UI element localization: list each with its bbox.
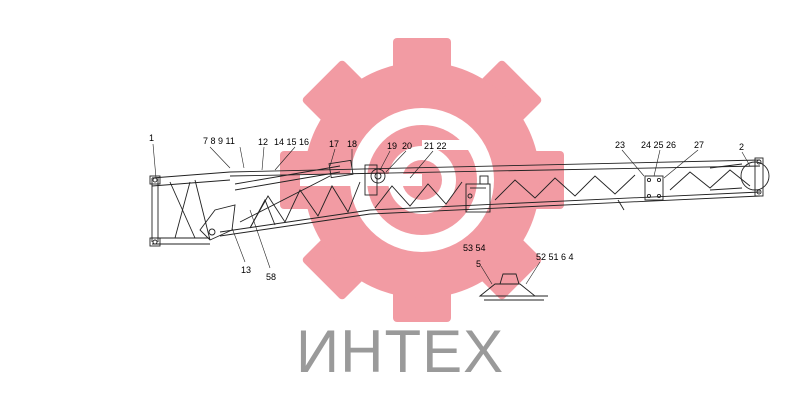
callout-7-8-9-11: 7 8 9 11 [203, 136, 235, 146]
callout-2: 2 [739, 142, 744, 152]
callout-5: 5 [476, 259, 481, 269]
callout-23: 23 [615, 140, 625, 150]
callout-20: 20 [402, 141, 412, 151]
callout-18: 18 [347, 139, 357, 149]
callout-21-22: 21 22 [424, 141, 447, 151]
callout-13: 13 [241, 265, 251, 275]
gear-logo-icon [280, 38, 564, 322]
callout-52-51-6-4: 52 51 6 4 [536, 252, 574, 262]
callout-24-25-26: 24 25 26 [641, 140, 676, 150]
callout-19: 19 [387, 141, 397, 151]
callout-1: 1 [149, 133, 154, 143]
callout-17: 17 [329, 139, 339, 149]
callout-58: 58 [266, 272, 276, 282]
callout-53-54: 53 54 [463, 243, 486, 253]
boom-structure [149, 157, 770, 301]
callout-labels: 1 2 7 8 9 11 12 14 15 16 17 18 19 20 21 … [149, 133, 744, 282]
callout-27: 27 [694, 140, 704, 150]
callout-14-15-16: 14 15 16 [274, 137, 309, 147]
leader-lines [152, 143, 751, 285]
callout-12: 12 [258, 137, 268, 147]
brand-watermark-text: ИНТЕХ [296, 318, 504, 385]
